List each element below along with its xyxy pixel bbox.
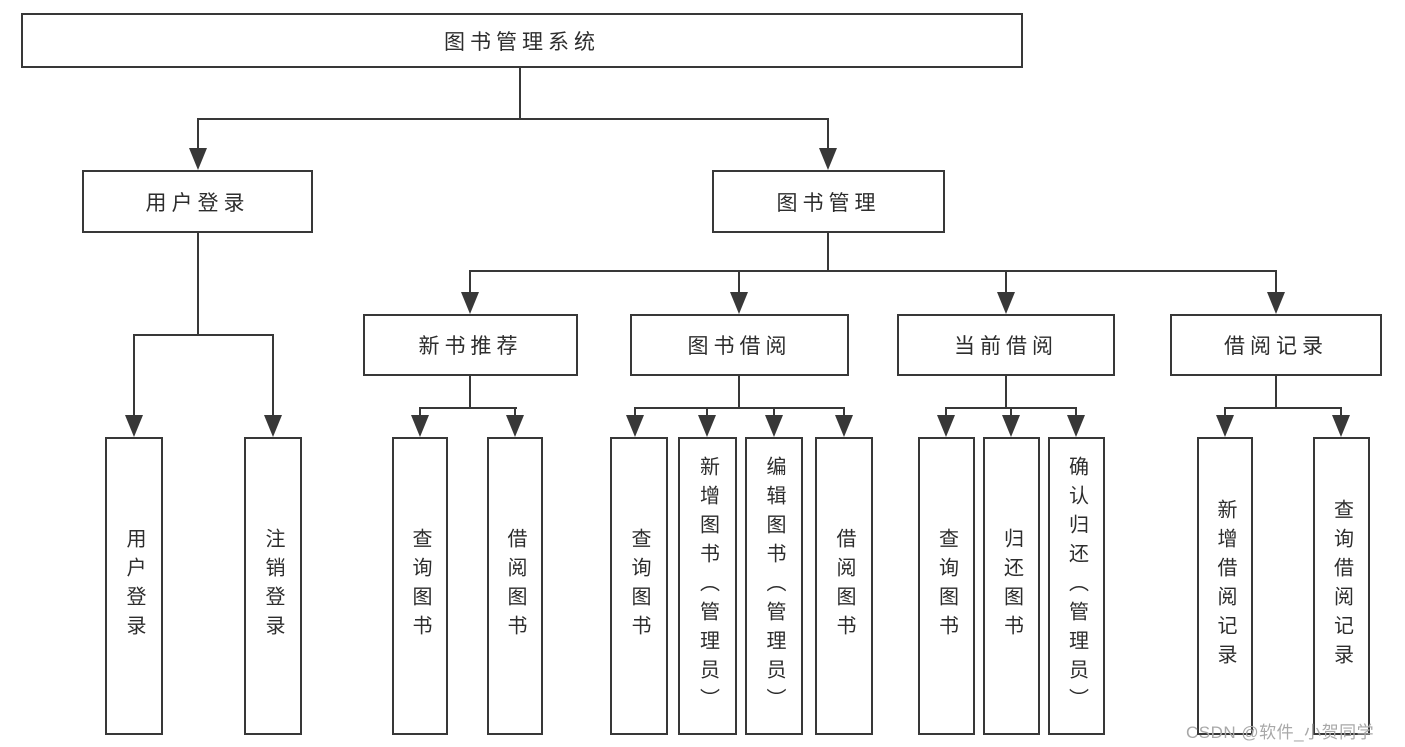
leaf-user-login-label: 用户登录: [123, 528, 145, 644]
leaf-borrow-books-recommend-label: 借阅图书: [504, 528, 526, 644]
connector-line: [843, 407, 845, 417]
arrow-down-icon: [730, 292, 748, 314]
connector-line: [469, 270, 471, 294]
arrow-down-icon: [125, 415, 143, 437]
arrow-down-icon: [819, 148, 837, 170]
leaf-query-books-recommend: 查询图书: [392, 437, 448, 735]
node-root: 图书管理系统: [21, 13, 1023, 68]
connector-line: [133, 334, 273, 336]
connector-line: [827, 233, 829, 272]
arrow-down-icon: [189, 148, 207, 170]
connector-line: [1224, 407, 1342, 409]
node-user-login: 用户登录: [82, 170, 313, 233]
leaf-add-book-admin-label: 新增图书（管理员）: [696, 455, 719, 717]
connector-line: [1340, 407, 1342, 417]
leaf-return-book-label: 归还图书: [1000, 528, 1023, 644]
node-new-book-recommend: 新书推荐: [363, 314, 578, 376]
node-borrow-records: 借阅记录: [1170, 314, 1382, 376]
leaf-borrow-books-recommend: 借阅图书: [487, 437, 543, 735]
connector-line: [519, 68, 521, 119]
connector-line: [1005, 376, 1007, 409]
arrow-down-icon: [835, 415, 853, 437]
arrow-down-icon: [1216, 415, 1234, 437]
connector-line: [1224, 407, 1226, 417]
leaf-borrow-books-label: 借阅图书: [833, 528, 855, 644]
leaf-query-books-recommend-label: 查询图书: [409, 528, 431, 644]
arrow-down-icon: [698, 415, 716, 437]
node-current-borrow: 当前借阅: [897, 314, 1115, 376]
leaf-confirm-return-admin-label: 确认归还（管理员）: [1065, 455, 1088, 717]
connector-line: [469, 270, 1277, 272]
node-book-management: 图书管理: [712, 170, 945, 233]
arrow-down-icon: [264, 415, 282, 437]
connector-line: [419, 407, 517, 409]
connector-line: [634, 407, 845, 409]
leaf-query-books-borrow-label: 查询图书: [628, 528, 650, 644]
arrow-down-icon: [1267, 292, 1285, 314]
leaf-return-book: 归还图书: [983, 437, 1040, 735]
connector-line: [197, 118, 199, 150]
arrow-down-icon: [765, 415, 783, 437]
leaf-add-borrow-record: 新增借阅记录: [1197, 437, 1253, 735]
leaf-query-books-current: 查询图书: [918, 437, 975, 735]
connector-line: [706, 407, 708, 417]
arrow-down-icon: [1332, 415, 1350, 437]
leaf-add-book-admin: 新增图书（管理员）: [678, 437, 737, 735]
arrow-down-icon: [1002, 415, 1020, 437]
connector-line: [634, 407, 636, 417]
leaf-edit-book-admin-label: 编辑图书（管理员）: [763, 455, 785, 717]
leaf-query-borrow-record-label: 查询借阅记录: [1330, 499, 1353, 673]
arrow-down-icon: [461, 292, 479, 314]
connector-line: [1275, 270, 1277, 294]
connector-line: [197, 233, 199, 336]
connector-line: [738, 270, 740, 294]
leaf-logout: 注销登录: [244, 437, 302, 735]
leaf-logout-label: 注销登录: [262, 528, 284, 644]
node-book-borrow: 图书借阅: [630, 314, 849, 376]
arrow-down-icon: [411, 415, 429, 437]
arrow-down-icon: [1067, 415, 1085, 437]
connector-line: [1005, 270, 1007, 294]
connector-line: [272, 334, 274, 417]
connector-line: [773, 407, 775, 417]
arrow-down-icon: [626, 415, 644, 437]
connector-line: [514, 407, 516, 417]
connector-line: [945, 407, 947, 417]
connector-line: [197, 118, 829, 120]
leaf-edit-book-admin: 编辑图书（管理员）: [745, 437, 803, 735]
leaf-borrow-books: 借阅图书: [815, 437, 873, 735]
arrow-down-icon: [506, 415, 524, 437]
connector-line: [1075, 407, 1077, 417]
connector-line: [419, 407, 421, 417]
leaf-add-borrow-record-label: 新增借阅记录: [1214, 499, 1236, 673]
connector-line: [133, 334, 135, 417]
watermark: CSDN @软件_小贺同学: [1186, 723, 1375, 742]
connector-line: [1010, 407, 1012, 417]
arrow-down-icon: [937, 415, 955, 437]
connector-line: [738, 376, 740, 409]
connector-line: [827, 118, 829, 150]
leaf-query-books-borrow: 查询图书: [610, 437, 668, 735]
connector-line: [469, 376, 471, 409]
connector-line: [1275, 376, 1277, 409]
leaf-confirm-return-admin: 确认归还（管理员）: [1048, 437, 1105, 735]
leaf-query-borrow-record: 查询借阅记录: [1313, 437, 1370, 735]
leaf-query-books-current-label: 查询图书: [935, 528, 958, 644]
leaf-user-login: 用户登录: [105, 437, 163, 735]
arrow-down-icon: [997, 292, 1015, 314]
